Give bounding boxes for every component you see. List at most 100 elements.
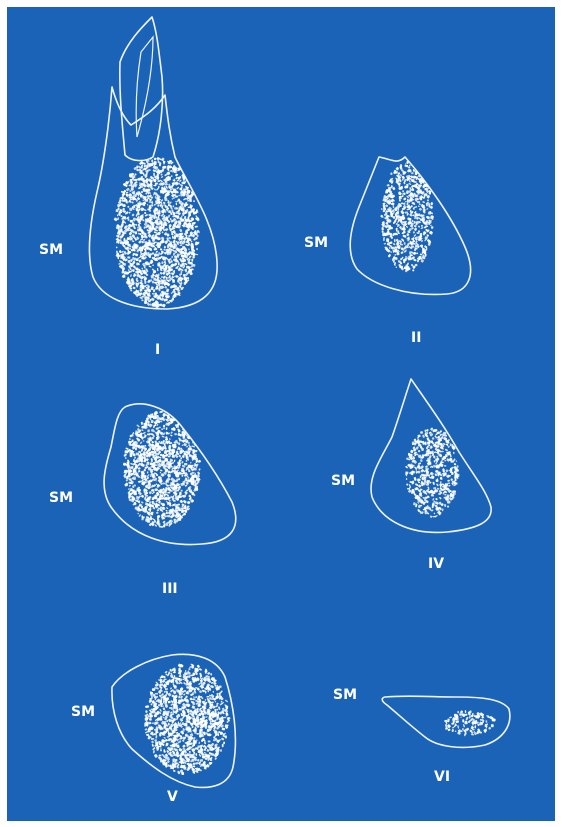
bone-speckle [144,445,146,447]
bone-speckle [439,502,442,505]
bone-speckle [166,512,168,514]
bone-speckle [402,215,405,218]
bone-speckle [430,515,433,518]
bone-speckle [181,215,183,217]
bone-speckle [153,424,156,428]
bone-speckle [138,218,141,221]
bone-speckle [447,440,448,443]
bone-speckle [198,468,201,471]
bone-speckle [157,484,160,486]
bone-speckle [142,479,144,481]
bone-speckle [204,699,206,701]
bone-speckle [147,204,149,206]
bone-speckle [141,436,144,438]
bone-speckle [150,304,152,306]
bone-speckle [134,457,137,460]
bone-speckle [183,693,186,695]
section-iv-diagram [371,379,491,532]
bone-speckle [413,231,416,234]
bone-speckle [160,472,161,474]
bone-speckle [409,187,411,189]
bone-speckle [188,430,191,433]
bone-speckle [132,497,136,500]
bone-speckle [383,237,385,240]
bone-speckle [139,182,140,184]
bone-speckle [147,195,150,198]
bone-speckle [180,722,182,724]
bone-speckle [420,227,423,230]
bone-speckle [385,204,388,207]
bone-speckle [413,491,415,495]
bone-speckle [153,248,157,250]
bone-speckle [444,486,447,489]
bone-speckle [161,231,163,233]
bone-speckle [156,512,159,514]
bone-speckle [157,268,159,271]
bone-speckle [160,199,163,202]
bone-speckle [160,421,162,423]
bone-speckle [141,429,144,431]
bone-speckle [138,514,141,517]
bone-speckle [421,225,423,227]
section-iv-cancellous-bone [405,427,460,518]
bone-speckle [409,165,411,167]
bone-speckle [160,506,162,508]
bone-speckle [187,427,189,430]
bone-speckle [177,472,178,475]
bone-speckle [127,256,130,259]
bone-speckle [413,221,415,224]
bone-speckle [156,157,159,160]
bone-speckle [126,478,129,480]
bone-speckle [165,293,169,294]
bone-speckle [148,265,152,268]
bone-speckle [381,208,383,210]
bone-speckle [436,470,438,472]
bone-speckle [196,248,199,251]
bone-speckle [191,726,194,729]
bone-speckle [122,199,125,202]
bone-speckle [145,426,147,428]
bone-speckle [457,469,459,472]
bone-speckle [181,444,183,446]
bone-speckle [433,513,435,515]
bone-speckle [155,210,157,212]
bone-speckle [125,447,129,450]
bone-speckle [185,484,188,487]
bone-speckle [173,500,176,502]
bone-speckle [419,203,421,205]
bone-speckle [162,504,165,507]
bone-speckle [426,208,429,210]
bone-speckle [171,198,173,200]
bone-speckle [418,225,421,228]
bone-speckle [204,703,207,705]
bone-speckle [399,240,403,243]
bone-speckle [409,251,410,254]
bone-speckle [174,433,177,435]
bone-speckle [165,482,167,485]
bone-speckle [161,237,165,240]
bone-speckle [152,236,154,239]
bone-speckle [162,440,165,443]
bone-speckle [175,173,178,176]
bone-speckle [160,248,163,250]
bone-speckle [407,200,410,203]
bone-speckle [412,220,414,223]
bone-speckle [185,424,187,427]
bone-speckle [173,188,176,191]
bone-speckle [418,505,421,509]
bone-speckle [132,201,134,203]
bone-speckle [441,451,444,453]
bone-speckle [184,249,187,251]
bone-speckle [189,446,192,449]
bone-speckle [412,214,415,216]
bone-speckle [164,690,167,693]
bone-speckle [125,457,127,459]
bone-speckle [163,427,165,429]
bone-speckle [184,269,187,272]
bone-speckle [162,483,165,485]
bone-speckle [170,422,172,425]
bone-speckle [215,705,218,708]
bone-speckle [454,471,457,474]
section-v-diagram [112,654,236,787]
bone-speckle [148,247,152,250]
